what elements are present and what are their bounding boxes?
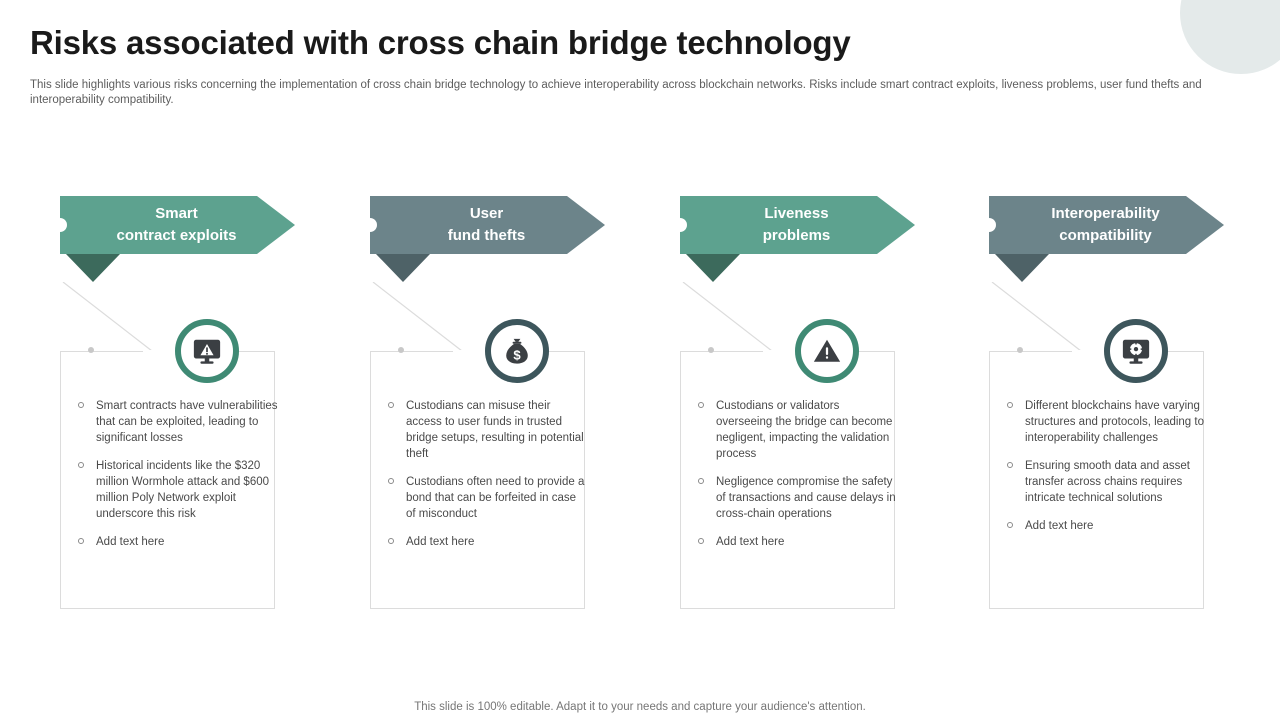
risk-card xyxy=(370,350,585,609)
risk-banner-label: Interoperability compatibility xyxy=(1051,205,1160,244)
page-title: Risks associated with cross chain bridge… xyxy=(30,24,851,61)
risk-bullet-item: Custodians often need to provide a bond … xyxy=(388,474,588,522)
risk-banner-label: Smart contract exploits xyxy=(116,205,237,244)
risk-bullet-item: Smart contracts have vulnerabilities tha… xyxy=(78,398,278,446)
risk-banner-label: User fund thefts xyxy=(447,205,526,244)
risk-banner-label: Liveness problems xyxy=(762,205,831,244)
risk-bullet-list: Custodians or validators overseeing the … xyxy=(698,398,898,550)
banner-notch xyxy=(370,218,377,232)
banner-tail xyxy=(995,254,1049,282)
banner-tail xyxy=(686,254,740,282)
banner-notch xyxy=(680,218,687,232)
risk-bullet-item: Historical incidents like the $320 milli… xyxy=(78,458,278,522)
risk-bullet-list: Different blockchains have varying struc… xyxy=(1007,398,1207,534)
svg-text:$: $ xyxy=(513,348,521,363)
banner-notch xyxy=(60,218,67,232)
risk-bullet-item: Add text here xyxy=(1007,518,1207,534)
risk-banner-shape: User fund thefts xyxy=(370,196,605,254)
risk-bullet-item: Ensuring smooth data and asset transfer … xyxy=(1007,458,1207,506)
bullet-marker-icon xyxy=(1007,522,1013,528)
bullet-marker-icon xyxy=(388,538,394,544)
risk-bullet-text: Historical incidents like the $320 milli… xyxy=(96,460,270,520)
bullet-marker-icon xyxy=(698,402,704,408)
risk-banner[interactable]: Liveness problems xyxy=(680,196,915,282)
risk-bullet-item: Add text here xyxy=(78,534,278,550)
warning-triangle-icon xyxy=(795,319,859,383)
risk-bullet-text: Custodians often need to provide a bond … xyxy=(406,476,585,520)
bullet-marker-icon xyxy=(78,402,84,408)
risk-bullet-text: Custodians or validators overseeing the … xyxy=(716,400,893,460)
risk-bullet-text: Different blockchains have varying struc… xyxy=(1025,400,1204,444)
risk-card xyxy=(680,350,895,609)
risk-card xyxy=(989,350,1204,609)
monitor-gear-icon xyxy=(1104,319,1168,383)
risk-bullet-item: Add text here xyxy=(698,534,898,550)
decorative-circle xyxy=(1180,0,1280,74)
bullet-marker-icon xyxy=(1007,402,1013,408)
risk-bullet-item: Negligence compromise the safety of tran… xyxy=(698,474,898,522)
risk-bullet-text: Smart contracts have vulnerabilities tha… xyxy=(96,400,278,444)
risk-bullet-item: Custodians or validators overseeing the … xyxy=(698,398,898,462)
risk-column: User fund thefts $ Custodians can misuse… xyxy=(340,196,630,626)
connector-dot xyxy=(1017,347,1023,353)
risk-bullet-item: Add text here xyxy=(388,534,588,550)
risk-bullet-text: Ensuring smooth data and asset transfer … xyxy=(1025,460,1190,504)
risk-bullet-text: Custodians can misuse their access to us… xyxy=(406,400,584,460)
risk-bullet-text: Add text here xyxy=(716,536,785,548)
risk-bullet-item: Custodians can misuse their access to us… xyxy=(388,398,588,462)
banner-notch xyxy=(989,218,996,232)
monitor-warning-icon xyxy=(175,319,239,383)
risk-banner[interactable]: User fund thefts xyxy=(370,196,605,282)
risk-banner-shape: Liveness problems xyxy=(680,196,915,254)
bullet-marker-icon xyxy=(698,538,704,544)
connector-dot xyxy=(708,347,714,353)
bullet-marker-icon xyxy=(1007,462,1013,468)
risk-bullet-text: Add text here xyxy=(406,536,475,548)
bullet-marker-icon xyxy=(388,478,394,484)
bullet-marker-icon xyxy=(78,538,84,544)
risk-bullet-list: Custodians can misuse their access to us… xyxy=(388,398,588,550)
risk-bullet-item: Different blockchains have varying struc… xyxy=(1007,398,1207,446)
banner-tail xyxy=(66,254,120,282)
risk-column: Liveness problems Custodians or validato… xyxy=(650,196,940,626)
bullet-marker-icon xyxy=(388,402,394,408)
connector-dot xyxy=(88,347,94,353)
risk-banner[interactable]: Smart contract exploits xyxy=(60,196,295,282)
risk-column: Interoperability compatibility Different… xyxy=(959,196,1249,626)
banner-tail xyxy=(376,254,430,282)
bullet-marker-icon xyxy=(78,462,84,468)
money-bag-icon: $ xyxy=(485,319,549,383)
risk-card xyxy=(60,350,275,609)
risk-bullet-list: Smart contracts have vulnerabilities tha… xyxy=(78,398,278,550)
risk-bullet-text: Add text here xyxy=(96,536,165,548)
bullet-marker-icon xyxy=(698,478,704,484)
risk-bullet-text: Negligence compromise the safety of tran… xyxy=(716,476,896,520)
risk-bullet-text: Add text here xyxy=(1025,520,1094,532)
risk-columns: Smart contract exploits Smart contracts … xyxy=(0,196,1280,626)
connector-dot xyxy=(398,347,404,353)
footer-note: This slide is 100% editable. Adapt it to… xyxy=(414,701,866,713)
risk-banner-shape: Smart contract exploits xyxy=(60,196,295,254)
risk-banner[interactable]: Interoperability compatibility xyxy=(989,196,1224,282)
page-subtitle: This slide highlights various risks conc… xyxy=(30,79,1202,106)
risk-column: Smart contract exploits Smart contracts … xyxy=(30,196,320,626)
risk-banner-shape: Interoperability compatibility xyxy=(989,196,1224,254)
